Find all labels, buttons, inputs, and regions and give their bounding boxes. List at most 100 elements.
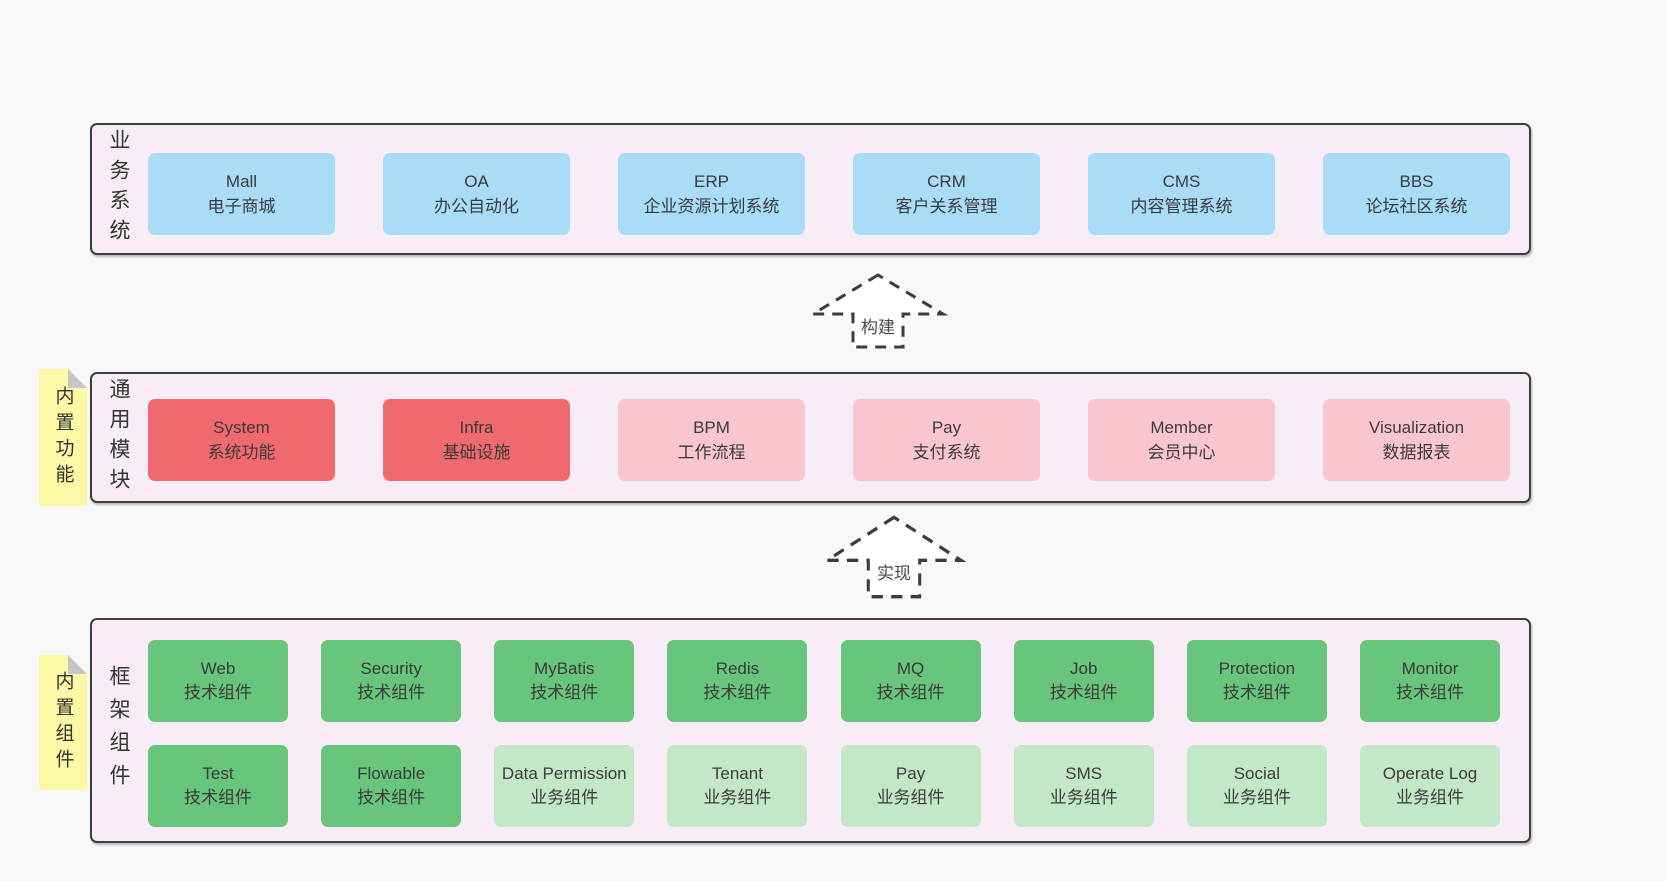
card-subtitle: 技术组件: [1222, 683, 1291, 702]
card-pay: Pay 支付系统: [853, 399, 1040, 481]
module-cards-row: System 系统功能 Infra 基础设施 BPM 工作流程 Pay 支付系统…: [148, 399, 1510, 481]
panel-label-framework-components: 框架组件: [107, 664, 130, 797]
card-title: Pay: [931, 418, 962, 437]
card-security: Security 技术组件: [321, 640, 462, 722]
card-title: Web: [200, 659, 236, 678]
card-title: Protection: [1218, 659, 1296, 678]
card-social: Social 业务组件: [1186, 745, 1327, 827]
card-title: Flowable: [357, 764, 426, 783]
card-job: Job 技术组件: [1013, 640, 1154, 722]
sticky-note-label: 内置组件: [52, 670, 74, 775]
card-title: BBS: [1399, 172, 1434, 191]
up-arrow-icon: [808, 273, 948, 349]
card-protection: Protection 技术组件: [1186, 640, 1327, 722]
card-monitor: Monitor 技术组件: [1359, 640, 1500, 722]
card-title: Redis: [715, 659, 760, 678]
build-arrow-label: 构建: [858, 312, 898, 338]
card-subtitle: 业务组件: [876, 788, 945, 807]
card-title: Data Permission: [501, 764, 627, 783]
card-redis: Redis 技术组件: [667, 640, 808, 722]
panel-business-systems: 业务系统 Mall 电子商城 OA 办公自动化 ERP 企业资源计划系统 CRM…: [90, 123, 1531, 255]
card-subtitle: 客户关系管理: [895, 197, 998, 216]
card-title: System: [213, 418, 270, 437]
card-subtitle: 技术组件: [184, 683, 252, 702]
card-subtitle: 工作流程: [677, 443, 746, 462]
card-subtitle: 系统功能: [207, 443, 276, 462]
card-title: CMS: [1162, 172, 1201, 191]
card-subtitle: 技术组件: [1395, 683, 1464, 702]
card-sms: SMS 业务组件: [1013, 745, 1154, 827]
card-subtitle: 电子商城: [207, 197, 276, 216]
card-subtitle: 技术组件: [357, 788, 426, 807]
card-flowable: Flowable 技术组件: [321, 745, 462, 827]
card-title: ERP: [694, 172, 729, 191]
card-subtitle: 技术组件: [703, 683, 772, 702]
card-member: Member 会员中心: [1088, 399, 1275, 481]
sticky-note-builtin-components: 内置组件: [39, 655, 87, 790]
card-title: Mall: [225, 172, 258, 191]
card-subtitle: 技术组件: [876, 683, 945, 702]
card-title: MQ: [896, 659, 925, 678]
card-subtitle: 业务组件: [1049, 788, 1118, 807]
card-title: BPM: [693, 418, 730, 437]
panel-label-business-systems: 业务系统: [107, 129, 130, 249]
card-infra: Infra 基础设施: [383, 399, 570, 481]
card-bbs: BBS 论坛社区系统: [1323, 153, 1510, 235]
card-title: Tenant: [711, 764, 763, 783]
framework-cards-row-1: Web 技术组件 Security 技术组件 MyBatis 技术组件 Redi…: [148, 640, 1500, 722]
card-title: Test: [202, 764, 234, 783]
business-cards-row: Mall 电子商城 OA 办公自动化 ERP 企业资源计划系统 CRM 客户关系…: [148, 153, 1510, 235]
card-subtitle: 业务组件: [530, 788, 599, 807]
card-title: MyBatis: [534, 659, 595, 678]
card-mybatis: MyBatis 技术组件: [494, 640, 635, 722]
card-subtitle: 支付系统: [912, 443, 981, 462]
card-subtitle: 会员中心: [1147, 443, 1216, 462]
card-erp: ERP 企业资源计划系统: [618, 153, 805, 235]
sticky-note-label: 内置功能: [52, 385, 74, 490]
card-subtitle: 业务组件: [1395, 788, 1464, 807]
card-crm: CRM 客户关系管理: [853, 153, 1040, 235]
card-subtitle: 技术组件: [357, 683, 426, 702]
card-operate-log: Operate Log 业务组件: [1359, 745, 1500, 827]
card-subtitle: 办公自动化: [434, 197, 519, 216]
card-subtitle: 技术组件: [184, 788, 252, 807]
card-bpm: BPM 工作流程: [618, 399, 805, 481]
card-subtitle: 基础设施: [442, 443, 511, 462]
sticky-note-paper: [39, 369, 87, 506]
panel-common-modules: 通用模块 System 系统功能 Infra 基础设施 BPM 工作流程 Pay…: [90, 372, 1531, 503]
card-tenant: Tenant 业务组件: [667, 745, 808, 827]
card-subtitle: 技术组件: [1049, 683, 1118, 702]
card-subtitle: 数据报表: [1382, 443, 1451, 462]
card-mall: Mall 电子商城: [148, 153, 335, 235]
card-cms: CMS 内容管理系统: [1088, 153, 1275, 235]
card-title: Operate Log: [1382, 764, 1478, 783]
framework-cards-row-2: Test 技术组件 Flowable 技术组件 Data Permission …: [148, 745, 1500, 827]
card-system: System 系统功能: [148, 399, 335, 481]
panel-label-common-modules: 通用模块: [107, 377, 130, 498]
card-subtitle: 企业资源计划系统: [643, 197, 780, 216]
implement-arrow-label: 实现: [874, 558, 914, 584]
card-title: Visualization: [1368, 418, 1465, 437]
panel-framework-components: 框架组件 Web 技术组件 Security 技术组件 MyBatis 技术组件…: [90, 618, 1531, 843]
card-subtitle: 内容管理系统: [1130, 197, 1233, 216]
sticky-note-builtin-features: 内置功能: [39, 369, 87, 506]
card-title: Security: [360, 659, 422, 678]
sticky-note-paper: [39, 655, 87, 790]
card-subtitle: 业务组件: [1222, 788, 1291, 807]
card-title: Infra: [459, 418, 494, 437]
card-web: Web 技术组件: [148, 640, 288, 722]
card-subtitle: 业务组件: [703, 788, 772, 807]
card-title: Member: [1150, 418, 1213, 437]
card-title: SMS: [1065, 764, 1103, 783]
card-test: Test 技术组件: [148, 745, 288, 827]
card-oa: OA 办公自动化: [383, 153, 570, 235]
card-data-permission: Data Permission 业务组件: [494, 745, 635, 827]
card-title: Job: [1069, 659, 1098, 678]
card-title: Monitor: [1401, 659, 1459, 678]
card-mq: MQ 技术组件: [840, 640, 981, 722]
card-title: Social: [1233, 764, 1280, 783]
card-visualization: Visualization 数据报表: [1323, 399, 1510, 481]
card-title: OA: [464, 172, 489, 191]
card-subtitle: 论坛社区系统: [1365, 197, 1468, 216]
